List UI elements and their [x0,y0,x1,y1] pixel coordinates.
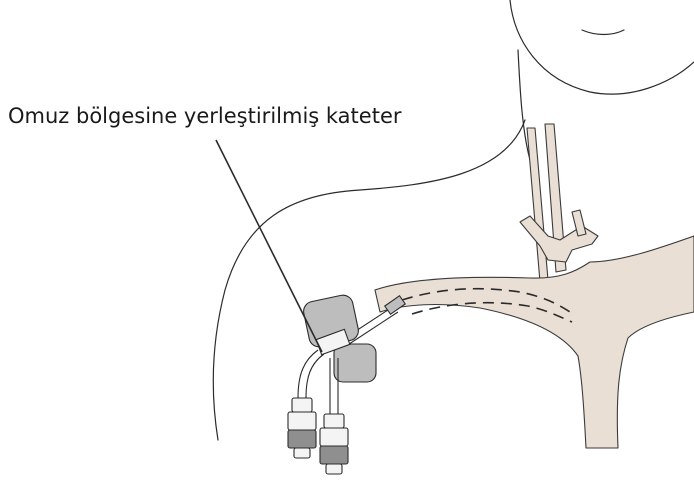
chin-outline [510,0,694,94]
right-luer-top [320,428,348,446]
callout-leader-line [216,140,322,352]
left-luer-top [288,412,316,430]
mouth-line [582,30,624,35]
catheter-callout-label: Omuz bölgesine yerleştirilmiş kateter [8,104,402,128]
left-clamp [292,398,312,412]
right-luer-cap [320,446,348,464]
subclavian-vein [375,236,694,448]
catheter-hub-wing-bottom [334,344,376,382]
right-luer-tip [326,464,342,474]
lumen-line-left [298,350,324,398]
jugular-vein-left [527,128,548,282]
left-luer-cap [288,430,316,448]
left-luer-tip [294,448,310,458]
right-clamp [324,414,344,428]
